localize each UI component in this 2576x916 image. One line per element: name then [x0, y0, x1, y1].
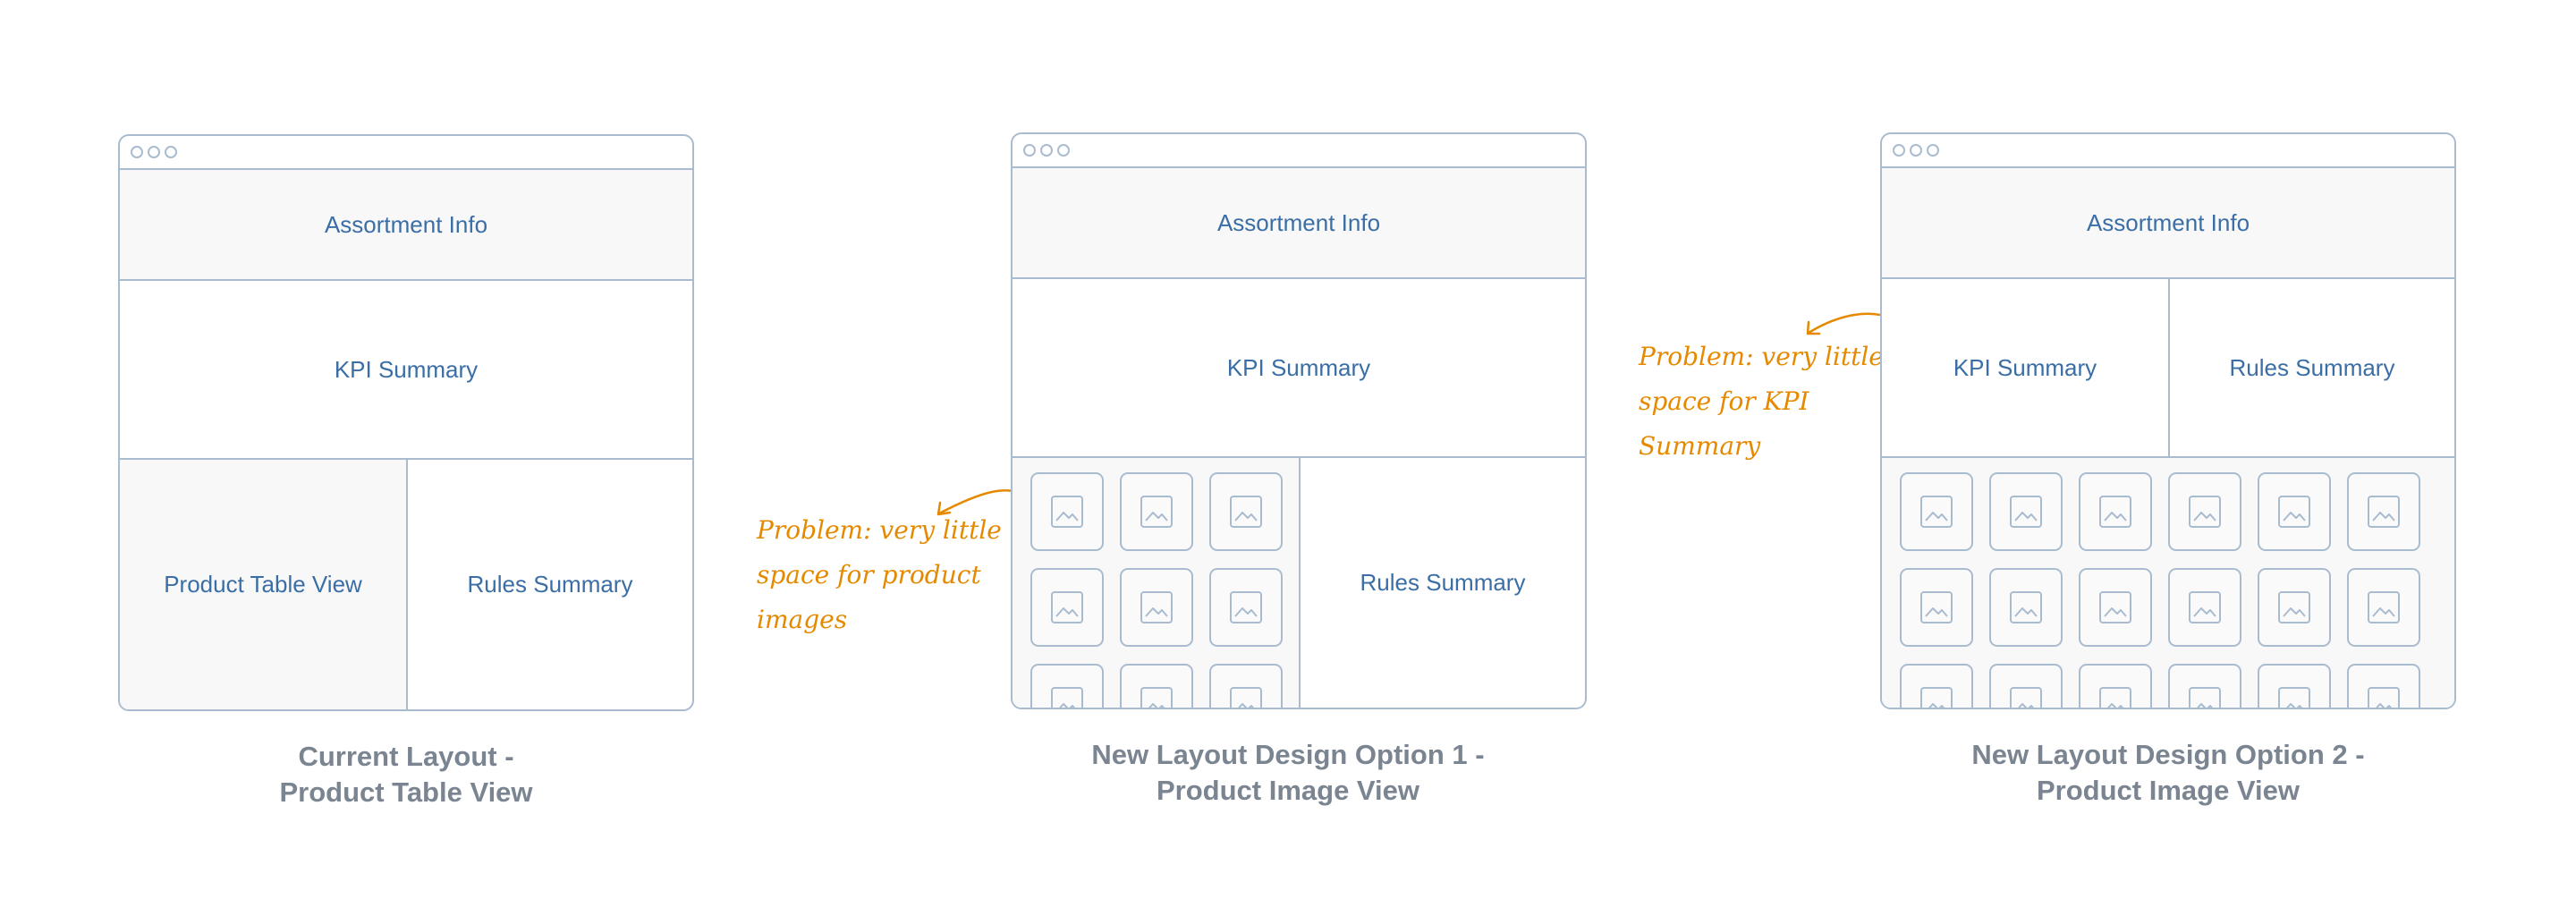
product-image-thumbnail [2168, 568, 2241, 647]
product-image-thumbnail [1120, 472, 1193, 551]
divider [406, 460, 408, 709]
window-dot-icon [1057, 144, 1070, 157]
window-dot-icon [1023, 144, 1036, 157]
product-image-thumbnail [1989, 472, 2063, 551]
rules-summary-panel: Rules Summary [2170, 279, 2454, 456]
window-titlebar [1882, 134, 2454, 168]
mockup-option-2: Assortment Info KPI Summary Rules Summar… [1880, 132, 2456, 709]
caption-line: Product Image View [1156, 775, 1419, 806]
product-image-thumbnail [2258, 568, 2331, 647]
product-image-thumbnail [2258, 472, 2331, 551]
window-titlebar [120, 136, 692, 170]
product-image-grid [1013, 458, 1299, 708]
kpi-summary-label: KPI Summary [334, 355, 479, 383]
window-dot-icon [131, 146, 143, 158]
kpi-summary-label: KPI Summary [1953, 353, 2097, 381]
divider [1013, 456, 1585, 458]
window-dot-icon [1893, 144, 1905, 157]
divider [120, 279, 692, 281]
caption-line: Current Layout - [298, 741, 514, 772]
annotation-line: space for product [757, 560, 981, 589]
product-image-thumbnail [1209, 664, 1283, 708]
product-image-thumbnail [1989, 568, 2063, 647]
caption-line: Product Table View [279, 776, 533, 808]
product-table-view-panel: Product Table View [120, 460, 406, 709]
annotation-line: images [757, 605, 848, 634]
rules-summary-label: Rules Summary [467, 571, 633, 598]
assortment-info-panel: Assortment Info [1882, 168, 2454, 277]
annotation-line: Problem: very little [1639, 342, 1884, 371]
window-dot-icon [1927, 144, 1939, 157]
window-dot-icon [165, 146, 177, 158]
divider [1882, 456, 2454, 458]
rules-summary-label: Rules Summary [1360, 569, 1526, 596]
product-image-thumbnail [1030, 568, 1104, 647]
rules-summary-label: Rules Summary [2229, 353, 2395, 381]
annotation-kpi: Problem: very little space for KPI Summa… [1639, 335, 1884, 469]
window-titlebar [1013, 134, 1585, 168]
annotation-product-images: Problem: very little space for product i… [757, 508, 1002, 642]
product-image-thumbnail [1120, 568, 1193, 647]
kpi-summary-panel: KPI Summary [1013, 279, 1585, 456]
annotation-line: Problem: very little [757, 515, 1002, 545]
product-image-thumbnail [2347, 664, 2420, 708]
product-image-thumbnail [1030, 664, 1104, 708]
divider [2168, 279, 2170, 456]
product-image-thumbnail [1209, 472, 1283, 551]
product-image-thumbnail [1989, 664, 2063, 708]
product-image-thumbnail [1900, 568, 1973, 647]
product-image-thumbnail [2079, 472, 2152, 551]
annotation-line: Summary [1639, 431, 1761, 461]
product-image-thumbnail [2079, 568, 2152, 647]
divider [1013, 277, 1585, 279]
caption-line: Product Image View [2036, 775, 2300, 806]
caption-line: New Layout Design Option 2 - [1971, 739, 2365, 770]
window-dot-icon [1040, 144, 1053, 157]
divider [1882, 277, 2454, 279]
mockup-current-layout: Assortment Info KPI Summary Product Tabl… [118, 134, 694, 711]
mockup-option-1: Assortment Info KPI Summary Rules Summar… [1011, 132, 1587, 709]
caption-option-2: New Layout Design Option 2 - Product Ima… [1880, 737, 2456, 809]
assortment-info-label: Assortment Info [2086, 208, 2250, 236]
divider [1299, 458, 1301, 708]
product-image-thumbnail [2079, 664, 2152, 708]
product-image-thumbnail [1900, 472, 1973, 551]
caption-option-1: New Layout Design Option 1 - Product Ima… [1002, 737, 1574, 809]
window-dot-icon [1910, 144, 1922, 157]
product-image-grid [1882, 458, 2454, 708]
window-dot-icon [148, 146, 160, 158]
product-image-thumbnail [2258, 664, 2331, 708]
product-table-view-label: Product Table View [164, 571, 362, 598]
divider [120, 458, 692, 460]
assortment-info-panel: Assortment Info [120, 170, 692, 279]
product-image-thumbnail [1030, 472, 1104, 551]
product-image-thumbnail [2168, 664, 2241, 708]
product-image-thumbnail [2347, 472, 2420, 551]
assortment-info-label: Assortment Info [324, 210, 488, 238]
product-image-thumbnail [2168, 472, 2241, 551]
annotation-line: space for KPI [1639, 386, 1809, 416]
assortment-info-label: Assortment Info [1216, 208, 1381, 236]
rules-summary-panel: Rules Summary [408, 460, 692, 709]
kpi-summary-label: KPI Summary [1226, 353, 1371, 381]
product-image-thumbnail [2347, 568, 2420, 647]
product-image-thumbnail [1120, 664, 1193, 708]
kpi-summary-panel: KPI Summary [1882, 279, 2168, 456]
caption-line: New Layout Design Option 1 - [1091, 739, 1485, 770]
caption-current-layout: Current Layout - Product Table View [118, 739, 694, 810]
assortment-info-panel: Assortment Info [1013, 168, 1585, 277]
rules-summary-panel: Rules Summary [1301, 458, 1585, 708]
product-image-thumbnail [1900, 664, 1973, 708]
product-image-thumbnail [1209, 568, 1283, 647]
kpi-summary-panel: KPI Summary [120, 281, 692, 458]
